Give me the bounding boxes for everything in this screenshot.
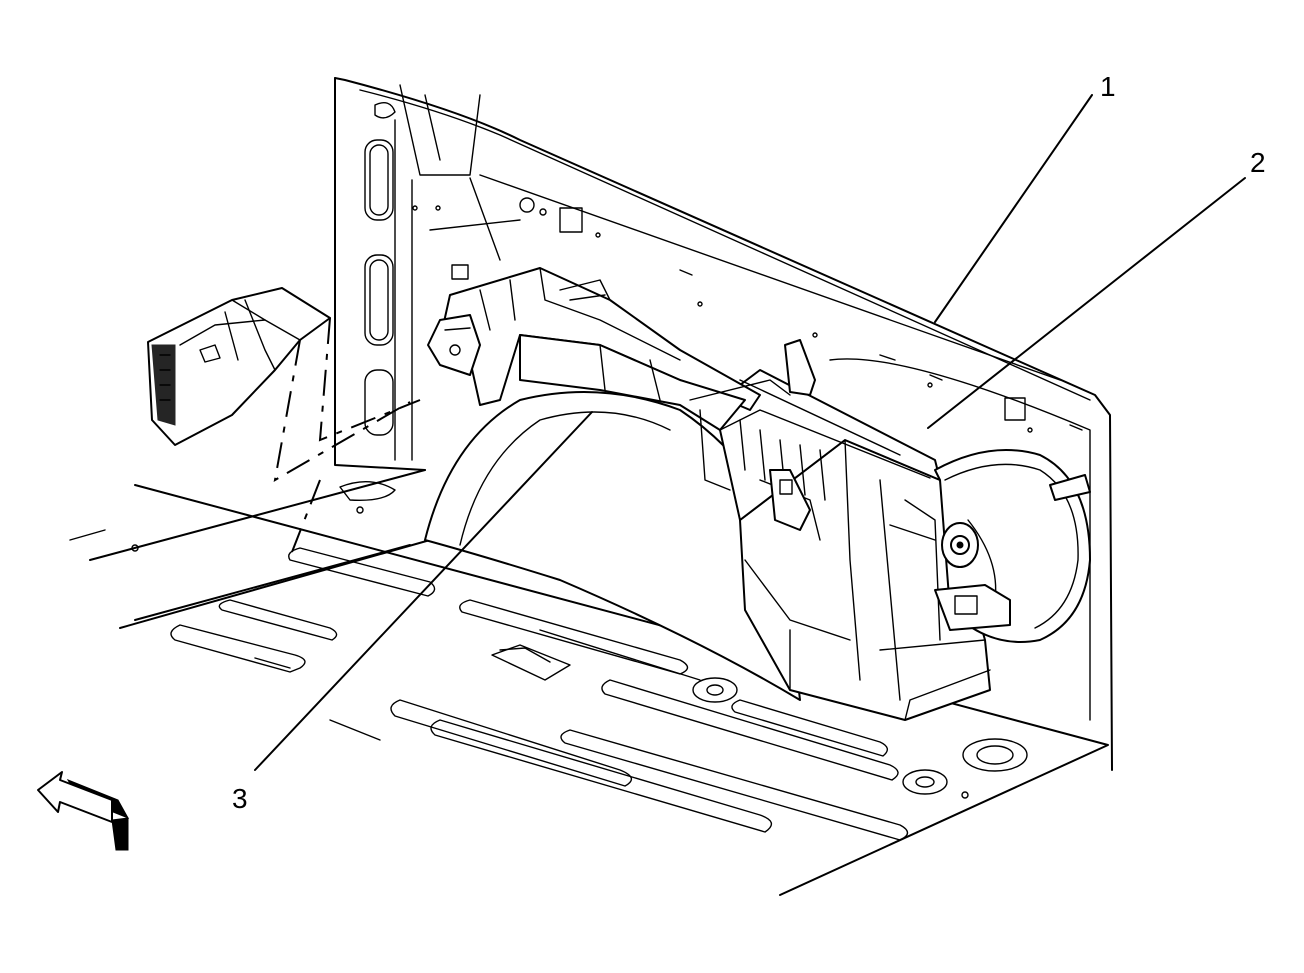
front-direction-arrow-icon [37, 771, 130, 851]
callout-1: 1 [1100, 71, 1116, 102]
leader-line-3 [254, 411, 593, 771]
leader-lines [254, 94, 1246, 771]
leader-line-2 [927, 177, 1246, 429]
assembly-guide-lines [273, 317, 421, 553]
dash-panel [334, 77, 1113, 771]
leader-line-1 [934, 94, 1093, 323]
hvac-module [719, 369, 1091, 721]
floor-pan [69, 469, 1109, 896]
callout-3: 3 [232, 783, 248, 814]
callout-2: 2 [1250, 147, 1266, 178]
detached-duct-outlet [147, 287, 331, 446]
distribution-duct [427, 267, 816, 491]
